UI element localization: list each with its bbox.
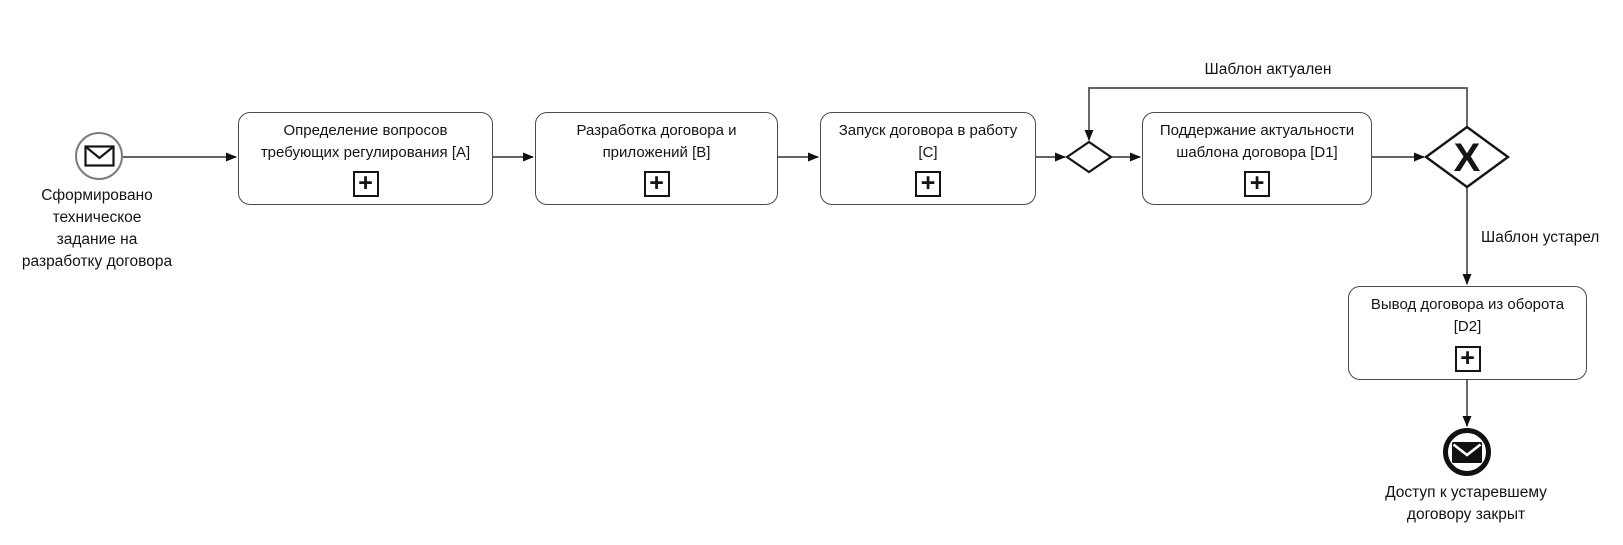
task-d2-label: Вывод договора из оборота [D2] [1370, 296, 1565, 335]
flow-label-template-outdated: Шаблон устарел [1481, 229, 1600, 246]
exclusive-gateway[interactable] [1423, 125, 1511, 189]
end-event[interactable] [1443, 428, 1491, 476]
subprocess-expand-icon[interactable]: + [1454, 345, 1481, 372]
task-b-label: Разработка договора и приложений [B] [576, 122, 737, 161]
subprocess-expand-icon[interactable]: + [352, 170, 379, 197]
task-a-label: Определение вопросов требующих регулиров… [260, 122, 471, 161]
x-gateway-marker-icon: X [1454, 136, 1481, 180]
task-c[interactable]: Запуск договора в работу [C] + [820, 112, 1036, 205]
task-a[interactable]: Определение вопросов требующих регулиров… [238, 112, 493, 205]
task-d1[interactable]: Поддержание актуальности шаблона договор… [1142, 112, 1372, 205]
end-event-label: Доступ к устаревшему договору закрыт [1385, 484, 1547, 523]
task-d2[interactable]: Вывод договора из оборота [D2] + [1348, 286, 1587, 380]
task-d1-label: Поддержание актуальности шаблона договор… [1159, 122, 1355, 161]
envelope-filled-icon [1452, 441, 1482, 463]
start-event-label: Сформировано техническое задание на разр… [21, 187, 173, 270]
start-event[interactable] [75, 132, 123, 180]
subprocess-expand-icon[interactable]: + [915, 170, 941, 197]
task-b[interactable]: Разработка договора и приложений [B] + [535, 112, 778, 205]
merge-gateway[interactable] [1065, 140, 1113, 174]
task-c-label: Запуск договора в работу [C] [838, 122, 1018, 161]
envelope-outline-icon [83, 145, 115, 167]
flow-template-current-loop[interactable] [1084, 87, 1468, 141]
flow-label-template-current: Шаблон актуален [1204, 61, 1332, 78]
subprocess-expand-icon[interactable]: + [1244, 170, 1270, 197]
subprocess-expand-icon[interactable]: + [643, 170, 670, 197]
